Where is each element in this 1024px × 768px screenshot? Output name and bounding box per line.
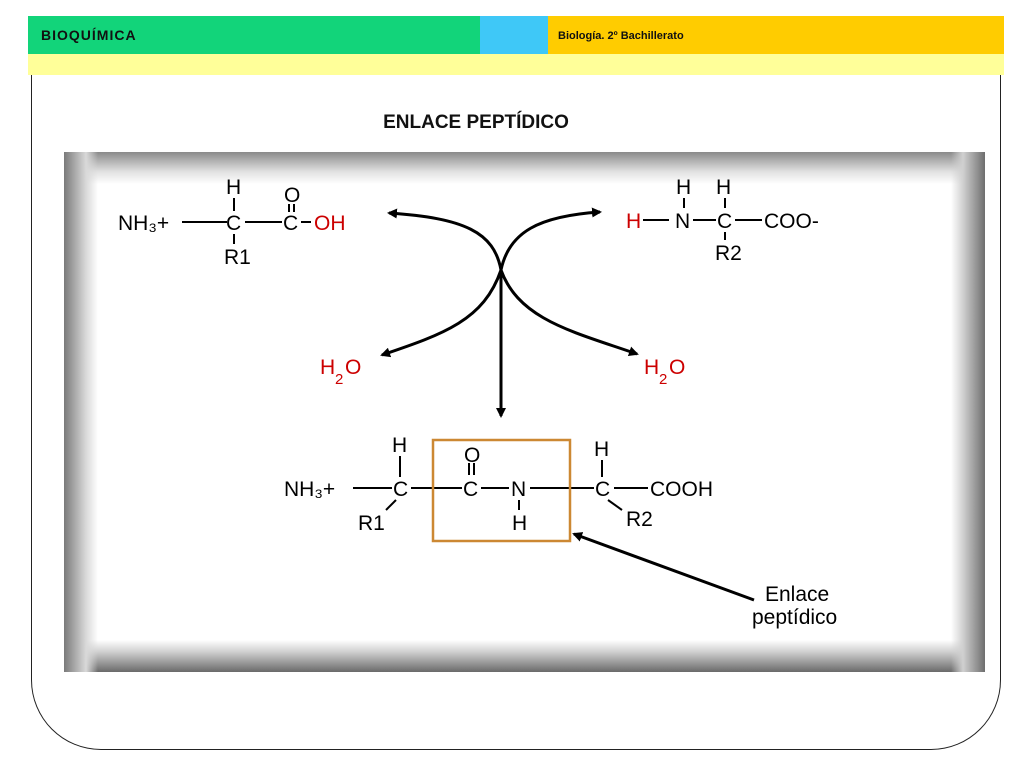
water-right-oxygen: O	[669, 356, 685, 379]
header-strip	[28, 54, 1004, 75]
water-right-hydrogen: H	[644, 356, 659, 379]
panel-background	[64, 152, 985, 672]
dipeptide-hydrogen-1: H	[392, 434, 407, 457]
aa1-hydroxyl: OH	[314, 212, 346, 235]
aa1-alpha-carbon: C	[226, 212, 241, 235]
aa2-alpha-carbon: C	[717, 210, 732, 233]
peptide-bond-diagram: NH₃+ H C R1 O C OH H H N H C	[118, 176, 837, 629]
aa1-carboxyl-carbon: C	[283, 212, 298, 235]
dipeptide-amide-hydrogen: H	[512, 512, 527, 535]
header-subtitle: Biología. 2º Bachillerato	[558, 30, 684, 42]
dipeptide-carbon-3: C	[595, 478, 610, 501]
dipeptide-nitrogen: N	[511, 478, 526, 501]
dipeptide-r2: R2	[626, 508, 653, 531]
dipeptide-carbon-1: C	[393, 478, 408, 501]
reaction-arrows	[380, 207, 639, 418]
aa2-amine-hydrogen: H	[676, 176, 691, 199]
label-line-1: Enlace	[765, 583, 829, 606]
amino-acid-1: NH₃+ H C R1 O C OH	[118, 176, 346, 269]
header-bar-cyan	[480, 16, 548, 54]
arrow-to-hydrogen	[499, 207, 602, 271]
slide-frame	[31, 16, 1001, 750]
label-arrow	[572, 532, 755, 602]
bond	[607, 499, 623, 511]
dipeptide-r1: R1	[358, 512, 385, 535]
amino-acid-2: H H N H C R2 COO-	[626, 176, 819, 265]
water-right-subscript: 2	[659, 371, 667, 388]
aa2-r-group: R2	[715, 242, 742, 265]
header-bar-green	[28, 16, 480, 54]
dipeptide-carbonyl-carbon: C	[463, 478, 478, 501]
dipeptide: NH₃+ H C R1 O C N H H C R2 COOH	[284, 434, 713, 535]
water-left-hydrogen: H	[320, 356, 335, 379]
arrow-to-water-right	[499, 269, 639, 357]
header-bar-yellow	[548, 16, 1004, 54]
water-left-oxygen: O	[345, 356, 361, 379]
dipeptide-hydrogen-3: H	[594, 438, 609, 461]
diagram-panel: NH₃+ H C R1 O C OH H H N H C	[64, 152, 985, 672]
aa1-r-group: R1	[224, 246, 251, 269]
aa1-oxygen: O	[284, 184, 300, 207]
water-left-subscript: 2	[335, 371, 343, 388]
water-right: H 2 O	[644, 356, 685, 388]
slide-title: ENLACE PEPTÍDICO	[383, 112, 569, 133]
arrow-to-hydroxyl	[387, 208, 503, 271]
header-title: BIOQUÍMICA	[41, 27, 137, 43]
bond	[385, 499, 397, 511]
aa1-amine: NH₃+	[118, 212, 169, 235]
water-left: H 2 O	[320, 356, 361, 388]
dipeptide-carboxyl: COOH	[650, 478, 713, 501]
label-line-2: peptídico	[752, 606, 837, 629]
arrow-to-water-left	[380, 269, 503, 358]
aa2-alpha-hydrogen: H	[716, 176, 731, 199]
peptide-bond-box	[431, 438, 572, 543]
aa2-nitrogen: N	[675, 210, 690, 233]
dipeptide-amine: NH₃+	[284, 478, 335, 501]
aa2-carboxylate: COO-	[764, 210, 819, 233]
aa2-removed-hydrogen: H	[626, 210, 641, 233]
dipeptide-oxygen: O	[464, 444, 480, 467]
aa1-hydrogen: H	[226, 176, 241, 199]
